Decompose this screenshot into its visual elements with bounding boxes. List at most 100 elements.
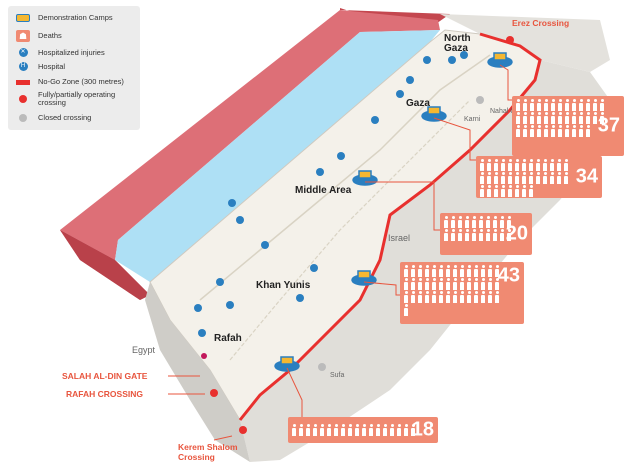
- person-icon: [443, 229, 449, 241]
- person-icon: [542, 172, 548, 184]
- person-icon: [578, 99, 584, 111]
- deaths-icon: ☗: [14, 30, 32, 42]
- person-icon: [515, 125, 521, 137]
- person-icon: [500, 159, 506, 171]
- legend-injuries: ✕Hospitalized injuries: [14, 48, 105, 57]
- person-icon: [431, 265, 437, 277]
- person-icon: [494, 265, 500, 277]
- sea-wall-outer: [60, 10, 440, 260]
- person-icon: [333, 424, 339, 436]
- person-icon: [486, 185, 492, 197]
- person-icon: [403, 278, 409, 290]
- person-icon: [480, 278, 486, 290]
- person-icon: [479, 159, 485, 171]
- person-icon: [492, 229, 498, 241]
- crossing-markers: [201, 36, 514, 434]
- person-icon: [592, 112, 598, 124]
- crossing-rafah: RAFAH CROSSING: [66, 389, 143, 399]
- deaths-box-middle-area: 20: [440, 213, 532, 255]
- person-icon: [424, 278, 430, 290]
- person-icon: [403, 304, 409, 316]
- person-icon: [507, 159, 513, 171]
- place-israel: Israel: [388, 233, 411, 243]
- person-icon: [466, 291, 472, 303]
- person-icon: [535, 159, 541, 171]
- deaths-count: 37: [597, 114, 620, 137]
- north-relief: [440, 14, 610, 72]
- person-icon: [529, 112, 535, 124]
- people-icons: [479, 159, 570, 197]
- person-icon: [403, 265, 409, 277]
- person-icon: [424, 265, 430, 277]
- person-icon: [556, 159, 562, 171]
- person-icon: [487, 278, 493, 290]
- person-icon: [450, 216, 456, 228]
- demonstration-camp-icons: [274, 52, 513, 372]
- person-icon: [438, 265, 444, 277]
- person-icon: [521, 172, 527, 184]
- person-icon: [450, 229, 456, 241]
- person-icon: [557, 99, 563, 111]
- person-icon: [382, 424, 388, 436]
- person-icon: [485, 229, 491, 241]
- person-icon: [457, 229, 463, 241]
- deaths-box-khan-yunis: 43: [400, 262, 524, 324]
- person-icon: [550, 125, 556, 137]
- crossing-erez: Erez Crossing: [512, 18, 570, 28]
- person-icon: [445, 291, 451, 303]
- person-icon: [564, 99, 570, 111]
- person-icon: [298, 424, 304, 436]
- deaths-box-north-gaza: 37: [512, 96, 624, 156]
- person-icon: [354, 424, 360, 436]
- person-icon: [529, 99, 535, 111]
- person-icon: [578, 125, 584, 137]
- person-icon: [528, 172, 534, 184]
- person-icon: [521, 185, 527, 197]
- place-egypt: Egypt: [132, 345, 156, 355]
- person-icon: [452, 278, 458, 290]
- town-north-gaza: North Gaza: [444, 33, 471, 54]
- person-icon: [417, 278, 423, 290]
- deaths-count: 43: [497, 264, 520, 287]
- people-icons: [403, 265, 501, 316]
- closed-crossing-icon: [14, 114, 32, 122]
- town-rafah: Rafah: [214, 333, 242, 344]
- person-icon: [515, 99, 521, 111]
- crossing-salah-al-din: SALAH AL-DIN GATE: [62, 371, 148, 381]
- person-icon: [543, 125, 549, 137]
- person-icon: [550, 112, 556, 124]
- person-icon: [563, 159, 569, 171]
- person-icon: [543, 112, 549, 124]
- person-icon: [459, 278, 465, 290]
- hospital-icon: H: [14, 62, 32, 71]
- crossing-kerem-shalom: Kerem Shalom Crossing: [178, 442, 238, 462]
- person-icon: [550, 99, 556, 111]
- person-icon: [493, 185, 499, 197]
- person-icon: [457, 216, 463, 228]
- person-icon: [557, 112, 563, 124]
- place-nahal-oz: Nahal Oz: [490, 108, 520, 115]
- person-icon: [549, 172, 555, 184]
- person-icon: [389, 424, 395, 436]
- person-icon: [417, 291, 423, 303]
- person-icon: [326, 424, 332, 436]
- nogo-swatch-icon: [14, 79, 32, 85]
- person-icon: [403, 291, 409, 303]
- town-gaza: Gaza: [406, 98, 430, 109]
- person-icon: [361, 424, 367, 436]
- person-icon: [536, 99, 542, 111]
- person-icon: [445, 278, 451, 290]
- person-icon: [506, 229, 512, 241]
- person-icon: [445, 265, 451, 277]
- egypt-side-relief: [145, 282, 250, 462]
- person-icon: [291, 424, 297, 436]
- place-sufa: Sufa: [330, 372, 345, 379]
- person-icon: [493, 159, 499, 171]
- person-icon: [486, 172, 492, 184]
- deaths-count: 34: [575, 165, 598, 188]
- town-middle-area: Middle Area: [295, 185, 352, 196]
- person-icon: [529, 125, 535, 137]
- person-icon: [522, 112, 528, 124]
- person-icon: [514, 172, 520, 184]
